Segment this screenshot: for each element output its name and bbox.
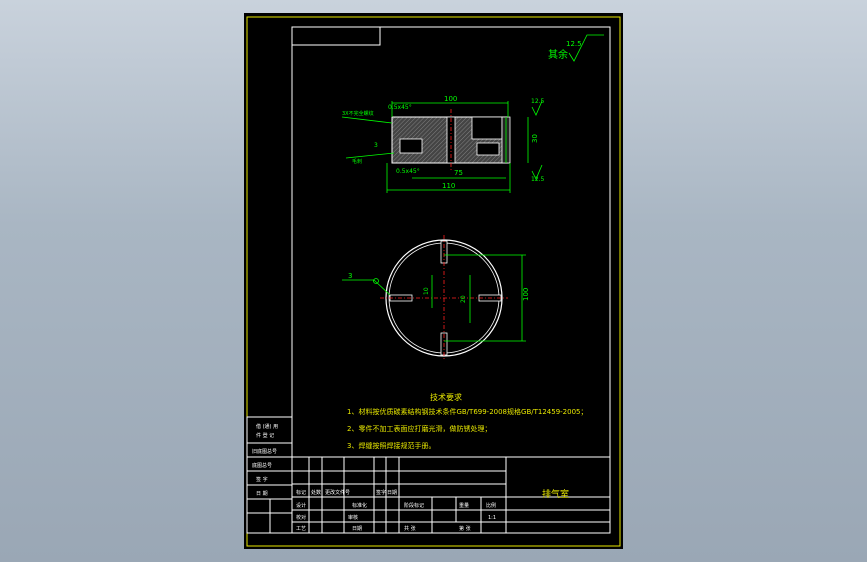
dim-top: 100 <box>444 95 457 103</box>
tb-mark: 标记 <box>296 489 306 496</box>
tb-count: 处数 <box>311 489 321 496</box>
front-view: 100 75 110 30 0.5x45° 0.5x45° 3 12.5 12.… <box>341 95 545 193</box>
drawing-canvas: 其余 12.5 100 75 110 <box>246 16 621 547</box>
dim-diameter: 100 <box>522 288 530 301</box>
tb-sign: 签字 <box>376 489 386 496</box>
roughness-other-mark: 其余 12.5 <box>548 34 604 62</box>
title-block: 标记 处数 更改文件号 签字 日期 设计 标准化 校对 审核 工艺 日期 阶段标… <box>291 456 611 534</box>
technical-notes: 技术要求 1、材料按优质碳素结构钢技术条件GB/T699-2008规格GB/T1… <box>347 392 587 450</box>
chamfer-top: 0.5x45° <box>388 104 412 111</box>
tb-sheet-no: 第 张 <box>459 525 471 532</box>
side-row-1: 件 登 记 <box>256 432 274 439</box>
dim-total: 110 <box>442 182 455 190</box>
side-row-5: 日 期 <box>256 491 268 497</box>
tb-change-doc: 更改文件号 <box>325 489 350 496</box>
chamfer-bottom: 0.5x45° <box>396 168 420 175</box>
dim-height: 30 <box>531 134 539 143</box>
leader-3: 毛刺 <box>352 158 362 165</box>
tb-review: 审核 <box>348 514 358 521</box>
drawing-sheet: 其余 12.5 100 75 110 <box>244 13 623 549</box>
tb-weight: 重量 <box>459 502 469 509</box>
dim-slot: 20 <box>460 295 467 303</box>
tb-check: 校对 <box>296 514 306 521</box>
tb-sheet-total: 共 张 <box>404 525 416 532</box>
roughness-right2: 12.5 <box>531 176 545 183</box>
tb-standard: 标准化 <box>352 502 367 509</box>
note-3: 3、焊缝按照焊接规范手册。 <box>347 441 435 450</box>
side-row-4: 签 字 <box>256 476 268 483</box>
roughness-right: 12.5 <box>531 98 545 105</box>
tb-process: 工艺 <box>296 526 306 532</box>
side-row-3: 底图总号 <box>252 462 272 469</box>
outer-frame <box>246 16 621 547</box>
tb-scale: 1:1 <box>488 515 496 521</box>
notes-heading: 技术要求 <box>430 392 462 402</box>
side-row-2: 旧底图总号 <box>252 448 277 455</box>
drawing-title: 排气室 <box>542 488 569 500</box>
leader-1: 3X不完全螺纹 <box>342 110 374 117</box>
note-2: 2、零件不加工表面应打磨光滑，做防锈处理； <box>347 424 491 433</box>
roughness-other-label: 其余 <box>548 48 568 61</box>
top-view: 100 20 10 3 <box>342 235 530 361</box>
tb-scale-label: 比例 <box>486 502 496 509</box>
side-row-0: 借 (通) 用 <box>256 423 278 430</box>
side-table: 借 (通) 用 件 登 记 旧底图总号 底图总号 签 字 日 期 <box>246 416 293 534</box>
tb-process-date: 日期 <box>352 526 362 532</box>
dim-left-small: 3 <box>374 142 378 149</box>
roughness-other-value: 12.5 <box>566 40 582 48</box>
weld-leader-label: 3 <box>348 272 352 280</box>
tb-date: 日期 <box>387 490 397 496</box>
dim-center: 10 <box>423 287 430 295</box>
tb-stage: 阶段标记 <box>404 502 424 509</box>
note-1: 1、材料按优质碳素结构钢技术条件GB/T699-2008规格GB/T12459-… <box>347 407 587 416</box>
code-box <box>291 26 381 46</box>
dim-inner: 75 <box>454 169 463 177</box>
tb-design: 设计 <box>296 502 306 509</box>
